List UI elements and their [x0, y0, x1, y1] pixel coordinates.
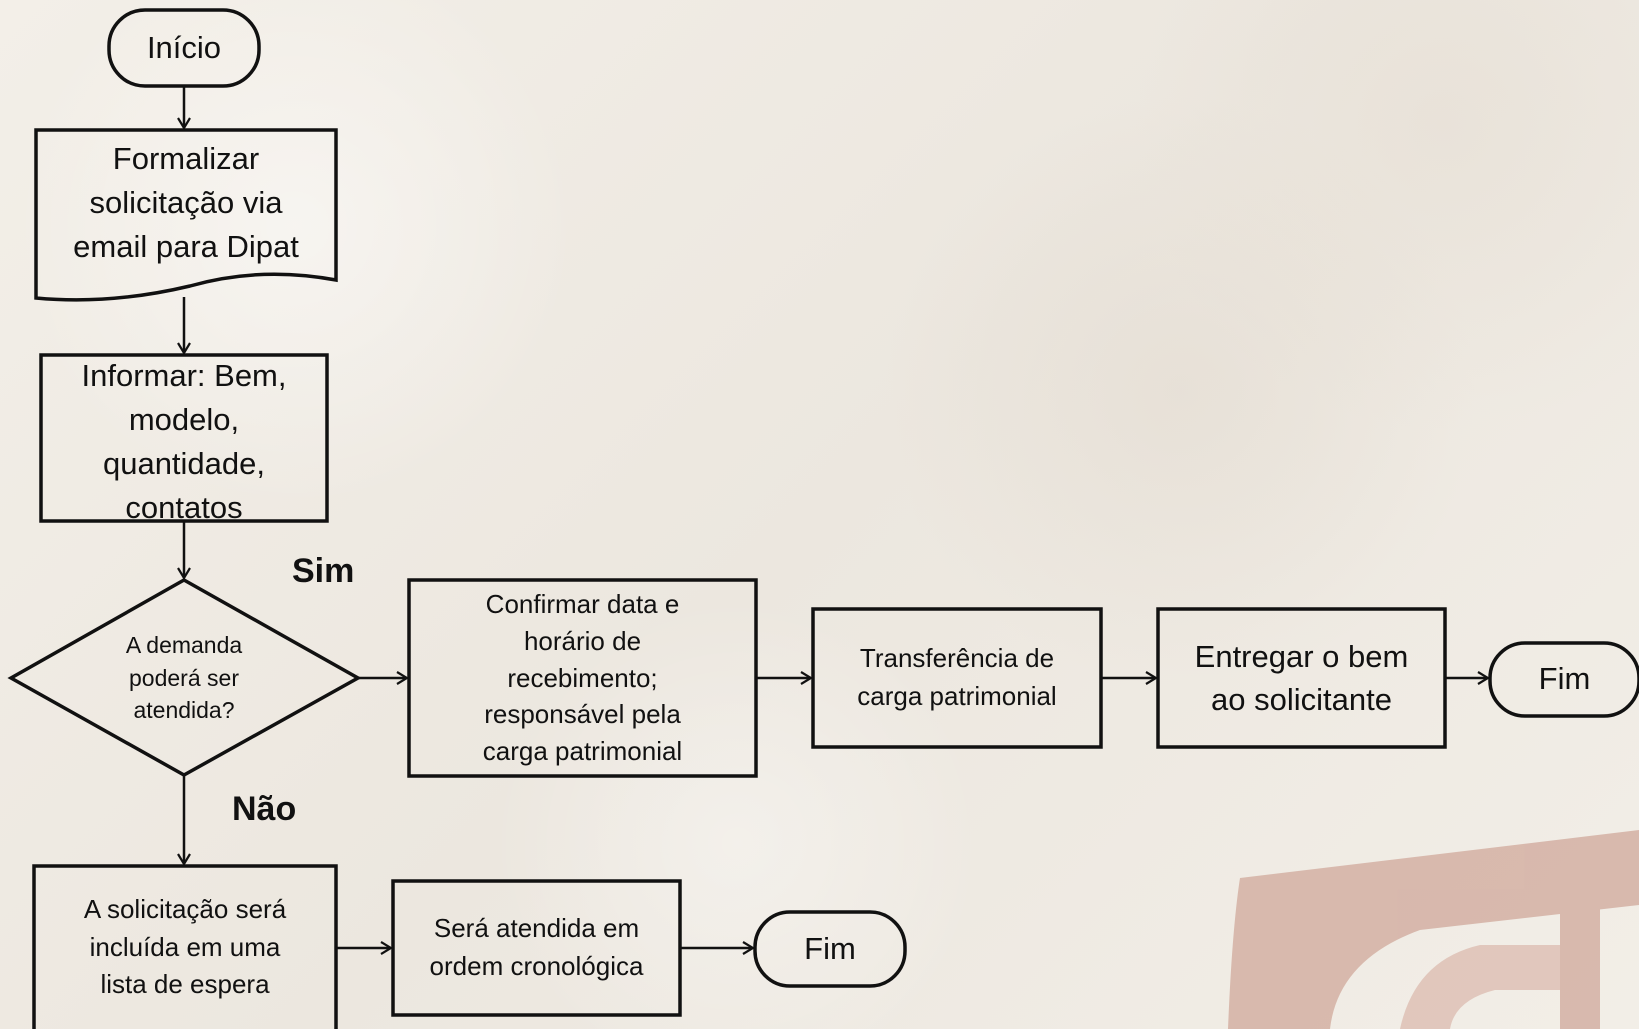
start-text: Início [146, 29, 222, 65]
deliver-label: Entregar o bem ao solicitante [1158, 609, 1445, 747]
deliver-line-2: ao solicitante [1211, 682, 1392, 717]
waitlist-line-2: incluída em uma [89, 931, 281, 962]
confirm-line-5: carga patrimonial [482, 736, 683, 767]
confirm-label: Confirmar data e horário de recebimento;… [409, 580, 756, 776]
deliver-line-1: Entregar o bem [1194, 638, 1409, 674]
inform-line-3: quantidade, [102, 446, 266, 482]
decision-line-2: poderá ser [129, 664, 239, 691]
end-top-text: Fim [1538, 661, 1591, 697]
inform-label: Informar: Bem, modelo, quantidade, conta… [36, 352, 332, 525]
start-label: Início [109, 10, 259, 86]
yes-label: Sim [292, 552, 355, 590]
chrono-line-2: ordem cronológica [429, 951, 644, 981]
inform-line-4: contatos [125, 490, 243, 526]
formalize-line-2: solicitação via [89, 184, 283, 220]
no-label: Não [232, 790, 297, 828]
waitlist-label: A solicitação será incluída em uma lista… [34, 866, 336, 1029]
decision-line-1: A demanda [125, 632, 243, 659]
chrono-label: Será atendida em ordem cronológica [393, 881, 680, 1015]
transfer-line-1: Transferência de [859, 643, 1055, 674]
formalize-document-shape [34, 128, 338, 302]
end-bottom-text: Fim [804, 930, 856, 966]
chrono-line-1: Será atendida em [433, 913, 640, 944]
formalize-label: Formalizar solicitação via email para Di… [36, 134, 336, 272]
confirm-line-3: recebimento; [507, 662, 658, 693]
end-top-terminator [1488, 641, 1639, 718]
decision-label: A demanda poderá ser atendida? [84, 625, 284, 731]
transfer-line-2: carga patrimonial [857, 681, 1057, 711]
formalize-line-1: Formalizar [112, 140, 260, 176]
confirm-line-4: responsável pela [484, 699, 681, 730]
end-bottom-label: Fim [755, 912, 905, 986]
formalize-line-3: email para Dipat [73, 229, 299, 264]
inform-line-2: modelo, [128, 402, 240, 438]
inform-line-1: Informar: Bem, [81, 358, 287, 393]
decision-line-3: atendida? [133, 697, 235, 724]
transfer-label: Transferência de carga patrimonial [813, 609, 1101, 747]
waitlist-line-1: A solicitação será [83, 893, 287, 924]
confirm-line-1: Confirmar data e [485, 588, 680, 619]
end-bottom-terminator [753, 910, 907, 988]
waitlist-line-3: lista de espera [100, 969, 270, 1000]
end-top-label: Fim [1490, 643, 1639, 716]
institution-logo-watermark [1228, 830, 1639, 1029]
confirm-line-2: horário de [523, 625, 642, 656]
